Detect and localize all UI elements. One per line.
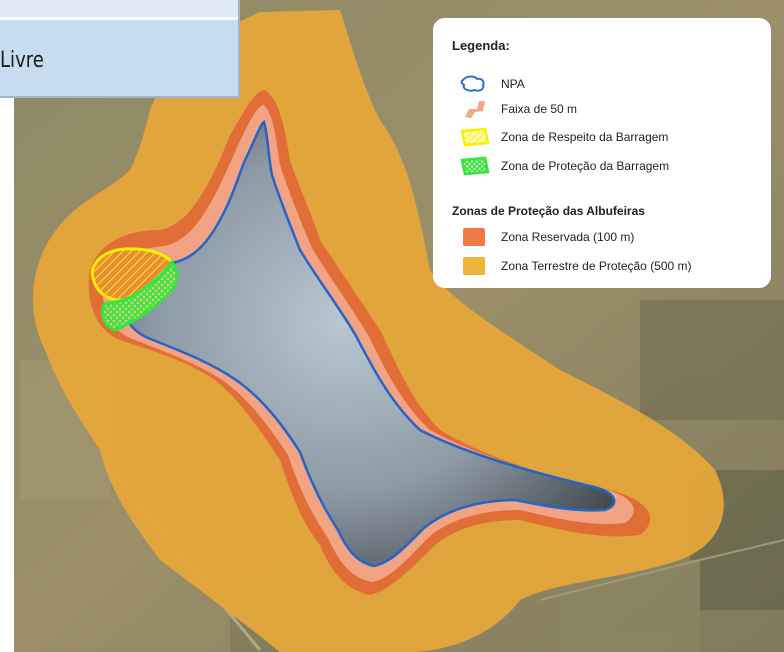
legend-item-band: Faixa de 50 m: [457, 97, 577, 121]
yellow-hatch-icon: [460, 127, 490, 147]
legend-label: Zona Reservada (100 m): [501, 230, 635, 244]
header-band: [0, 20, 238, 96]
legend-subtitle: Zonas de Proteção das Albufeiras: [452, 204, 645, 218]
header-panel: Livre: [0, 0, 240, 98]
legend-item-dam-protection: Zona de Proteção da Barragem: [457, 154, 669, 178]
map-legend: Legenda: NPA Faixa de 50 m Zona de Respe…: [433, 18, 771, 288]
legend-item-terrestrial: Zona Terrestre de Proteção (500 m): [457, 254, 692, 278]
legend-item-npa: NPA: [457, 72, 525, 96]
legend-item-dam-respect: Zona de Respeito da Barragem: [457, 125, 668, 149]
left-frame: [0, 0, 14, 652]
header-top-band: [0, 0, 238, 18]
legend-label: Zona Terrestre de Proteção (500 m): [501, 259, 692, 273]
amber-square-icon: [463, 257, 485, 275]
green-crosshatch-icon: [460, 156, 490, 176]
legend-label: Zona de Respeito da Barragem: [501, 130, 669, 144]
orange-square-icon: [463, 228, 485, 246]
salmon-strip-icon: [465, 101, 485, 118]
legend-label: Zona de Proteção da Barragem: [501, 159, 670, 173]
water-outline-icon: [460, 75, 485, 92]
legend-item-reserved: Zona Reservada (100 m): [457, 225, 634, 249]
legend-label: Faixa de 50 m: [501, 102, 578, 116]
dam-protection-zone: [100, 259, 179, 332]
legend-label: NPA: [501, 77, 525, 91]
header-text: Livre: [0, 48, 44, 73]
legend-title: Legenda:: [452, 38, 510, 53]
